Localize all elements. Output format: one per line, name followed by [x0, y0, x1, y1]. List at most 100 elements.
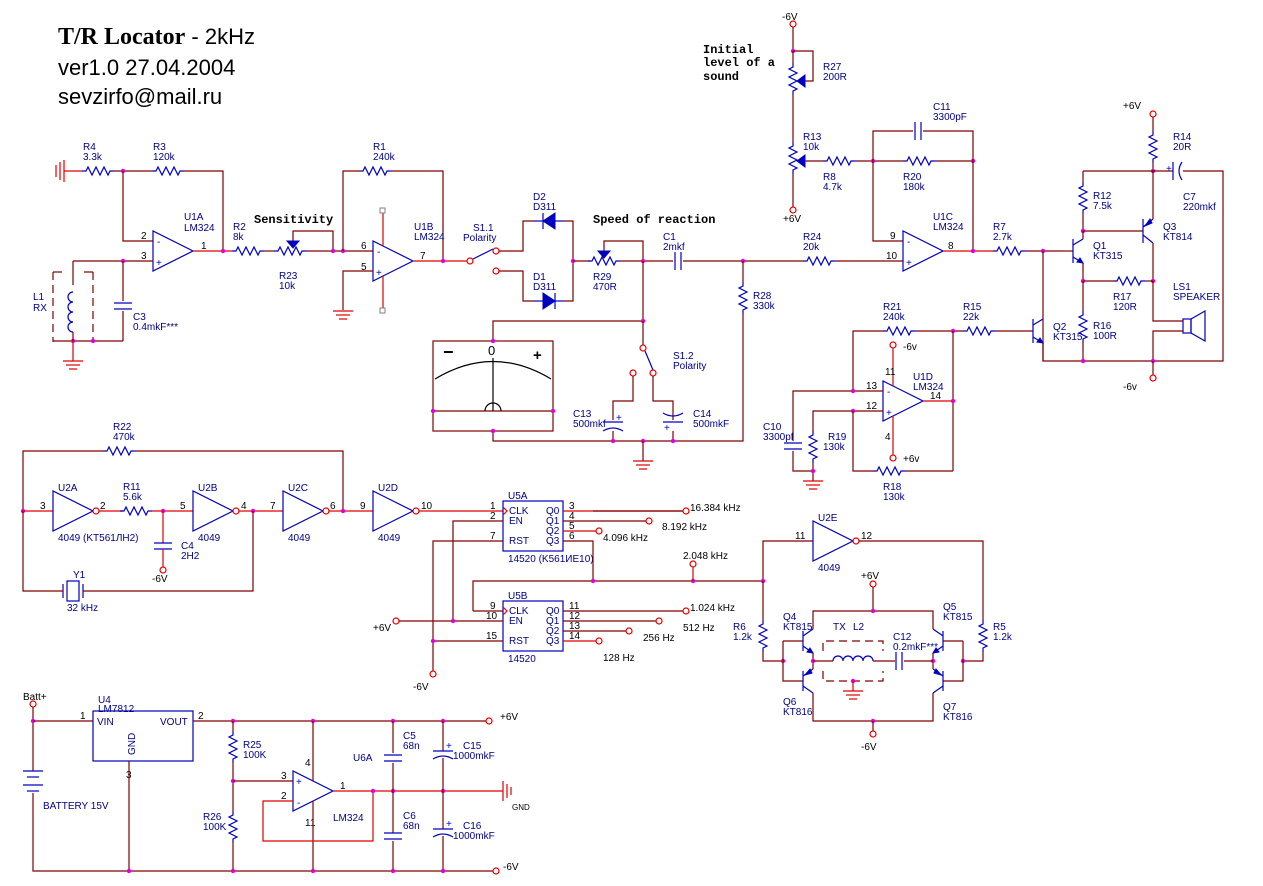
label-l1: L1 [33, 292, 45, 303]
svg-text:5: 5 [569, 521, 575, 532]
resistor-r11 [119, 506, 153, 516]
potentiometer-r13[interactable] [788, 141, 798, 175]
label-c14: C14 [693, 409, 712, 420]
label-r4: R4 [83, 142, 96, 153]
capacitor-c3 [114, 302, 132, 310]
transistor-q3 [1083, 171, 1154, 281]
svg-text:+: + [906, 258, 912, 269]
switch-s1-1-contact-b[interactable] [492, 267, 500, 275]
value-c12: 0.2mkF*** [893, 642, 938, 653]
capacitor-c14: + [662, 412, 684, 434]
label-r18: R18 [883, 482, 902, 493]
rail-terminal-pos6v [789, 206, 797, 214]
label-u5a: U5A [508, 491, 528, 502]
label-c1: C1 [663, 232, 676, 243]
test-point-256[interactable] [625, 627, 633, 635]
label-c11: C11 [933, 102, 951, 113]
value-u5a: 14520 (K561ИЕ10) [508, 554, 594, 565]
test-point-2048[interactable] [689, 560, 697, 568]
potentiometer-r27[interactable] [788, 62, 798, 96]
svg-text:12: 12 [569, 611, 581, 622]
resistor-r3 [151, 166, 185, 176]
regulator-u4: VIN VOUT GND [92, 710, 194, 762]
label-s1-1: S1.1 [473, 223, 494, 234]
svg-text:-: - [887, 387, 890, 398]
title-name: T/R Locator - 2kHz [58, 24, 255, 50]
value-l1: RX [33, 303, 47, 314]
value-r27: 200R [823, 72, 847, 83]
switch-s1-1-contact-a[interactable] [492, 247, 500, 255]
title-email: sevzirfo@mail.ru [58, 84, 222, 109]
rail-terminal-neg6v [789, 20, 797, 28]
resistor-r4 [81, 166, 115, 176]
test-point-1024[interactable] [682, 607, 690, 615]
svg-text:6: 6 [330, 501, 336, 512]
switch-s1-2-common[interactable] [639, 344, 647, 352]
speed-note: Speed of reaction [593, 213, 715, 227]
svg-text:CLK: CLK [509, 506, 529, 517]
svg-text:1: 1 [490, 501, 496, 512]
label-tx: TX [833, 622, 846, 633]
resistor-r6 [758, 619, 768, 653]
freq-label: 128 Hz [603, 653, 635, 664]
battery-terminal [29, 700, 37, 708]
svg-text:13: 13 [866, 381, 878, 392]
label-r22: R22 [113, 422, 132, 433]
svg-text:6: 6 [569, 531, 575, 542]
svg-text:+: + [1166, 164, 1172, 175]
value-battery: BATTERY 15V [43, 801, 109, 812]
test-point-512[interactable] [655, 617, 663, 625]
resistor-r26 [228, 810, 238, 844]
svg-text:3: 3 [40, 501, 46, 512]
resistor-r17 [1112, 276, 1146, 286]
rail-terminal-neg6v [429, 670, 437, 678]
switch-s1-2-contact-a[interactable] [629, 369, 637, 377]
switch-s1-1-common[interactable] [466, 257, 474, 265]
inverter-u2e [812, 520, 860, 562]
inverter-u2c [282, 490, 330, 532]
value-r14: 20R [1173, 142, 1191, 153]
svg-text:11: 11 [305, 818, 316, 829]
svg-text:6: 6 [361, 241, 367, 252]
label-c15: C15 [463, 741, 482, 752]
test-point-8192[interactable] [645, 517, 653, 525]
test-point-4096[interactable] [595, 527, 603, 535]
capacitor-c4 [154, 542, 172, 550]
svg-text:1: 1 [80, 711, 86, 722]
resistor-r20 [902, 156, 936, 166]
rail-terminal-pos6v [485, 717, 493, 725]
svg-text:1: 1 [340, 781, 346, 792]
switch-s1-2-contact-b[interactable] [649, 369, 657, 377]
svg-text:+: + [296, 777, 302, 788]
svg-text:5: 5 [361, 262, 367, 273]
value-s1-2: Polarity [673, 361, 706, 372]
inverter-u2d [372, 490, 420, 532]
svg-text:11: 11 [795, 531, 806, 542]
meter-plus: + [533, 347, 542, 364]
value-r18: 130k [883, 492, 906, 503]
value-c11: 3300pF [933, 112, 967, 123]
svg-text:level of a: level of a [703, 56, 775, 70]
value-d2: D311 [533, 202, 557, 213]
inverter-u2a [52, 490, 100, 532]
resistor-r15 [962, 326, 996, 336]
test-point-128[interactable] [595, 637, 603, 645]
rail-terminal-pos6v [1149, 110, 1157, 118]
label-c6: C6 [403, 811, 416, 822]
test-point-16384[interactable] [682, 507, 690, 515]
label-u2d: U2D [378, 483, 398, 494]
label-u1d: U1D [913, 372, 933, 383]
meter-gauge: − 0 + [432, 340, 554, 432]
freq-label: 16.384 kHz [690, 503, 741, 514]
resistor-r14 [1148, 130, 1158, 164]
svg-text:Q1: Q1 [546, 516, 560, 527]
transistor-q2 [1013, 318, 1044, 344]
potentiometer-r23[interactable] [273, 246, 307, 256]
rail-terminal-neg6v [492, 867, 500, 875]
label-y1: Y1 [73, 570, 86, 581]
svg-text:VOUT: VOUT [160, 717, 188, 728]
value-q3: KT814 [1163, 232, 1193, 243]
svg-text:+: + [616, 413, 622, 424]
svg-text:GND: GND [127, 733, 138, 755]
